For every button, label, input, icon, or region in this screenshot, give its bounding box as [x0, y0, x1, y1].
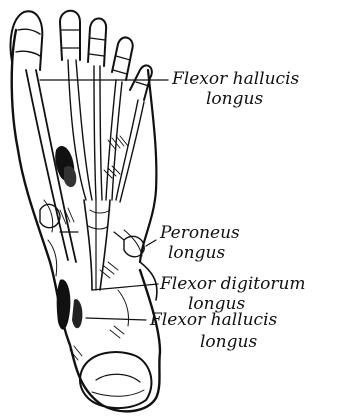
- label-flexor-digitorum-longus: Flexor digitorum: [159, 274, 306, 294]
- label-flexor-hallucis-longus-top: Flexor hallucis: [171, 69, 300, 89]
- tendons: [26, 60, 144, 290]
- heel: [80, 352, 151, 408]
- label-peroneus-longus-line2: longus: [168, 243, 225, 263]
- label-flexor-hallucis-longus-bottom: Flexor hallucis: [149, 310, 278, 330]
- label-flexor-hallucis-longus-bottom-line2: longus: [200, 332, 257, 352]
- label-flexor-hallucis-longus-top-line2: longus: [206, 89, 263, 109]
- labels: Flexor hallucis longus Peroneus longus F…: [149, 69, 306, 352]
- toes: [11, 11, 152, 100]
- label-peroneus-longus: Peroneus: [159, 223, 240, 243]
- shaded-muscle: [55, 146, 82, 330]
- tarsal-bones: [40, 204, 144, 256]
